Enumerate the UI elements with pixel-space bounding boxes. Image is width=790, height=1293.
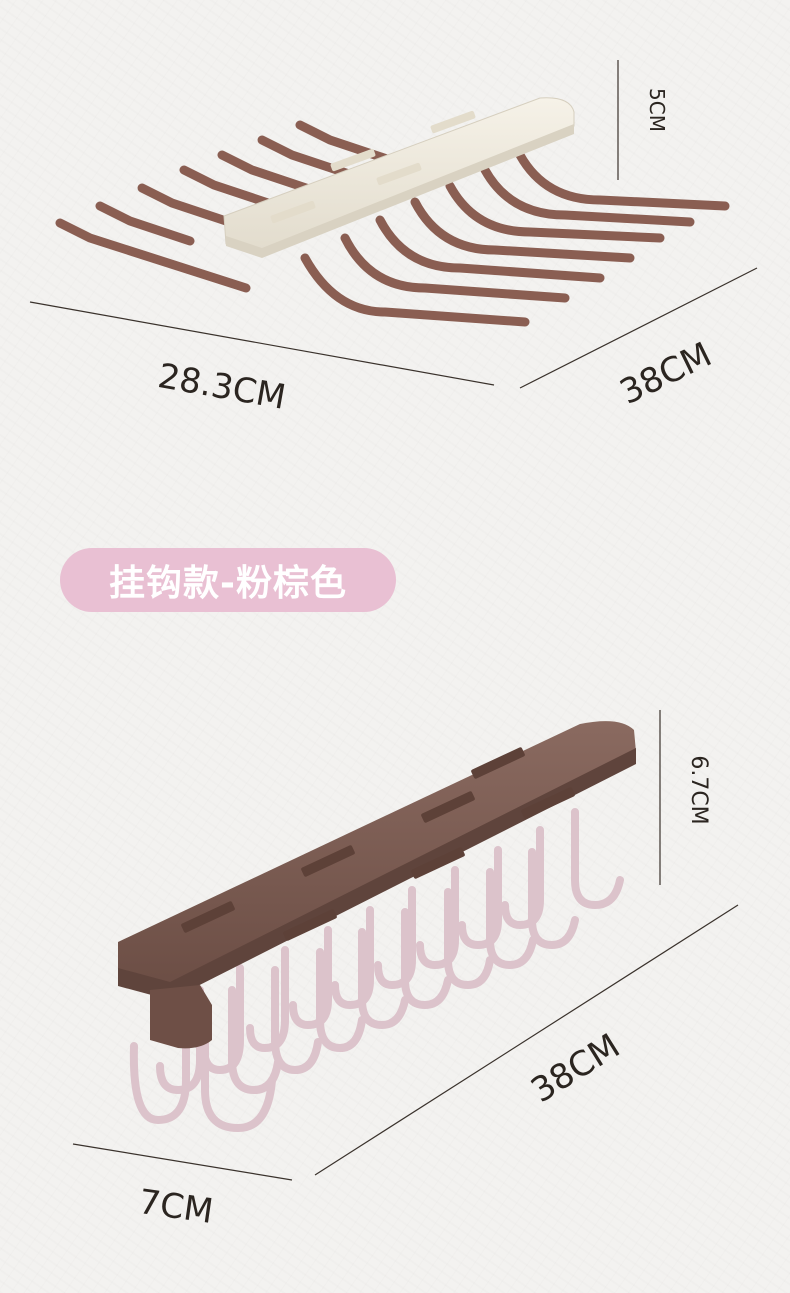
top-rack [55,97,730,327]
variant-tag-label: 挂钩款-粉棕色 [109,563,347,604]
top-width-label: 28.3CM [155,356,289,418]
bottom-hook-rack [118,721,636,1133]
top-width-line [29,301,495,386]
top-depth-line [519,267,758,389]
bottom-height-label: 6.7CM [686,755,711,824]
variant-tag: 挂钩款-粉棕色 [60,548,396,612]
bottom-depth-label: 38CM [524,1026,627,1111]
top-depth-label: 38CM [614,335,718,413]
top-rack-base [223,97,575,258]
bottom-hooks [129,808,624,1133]
bottom-depth-line [314,904,739,1176]
top-height-label: 5CM [645,88,669,132]
bottom-rail [118,721,636,1049]
top-rack-front-rods [300,150,730,327]
top-rack-back-rods [55,120,395,293]
bottom-width-line [72,1143,293,1181]
top-dimension-lines [29,60,758,389]
bottom-width-label: 7CM [136,1182,216,1232]
bottom-dimension-lines [72,710,739,1181]
